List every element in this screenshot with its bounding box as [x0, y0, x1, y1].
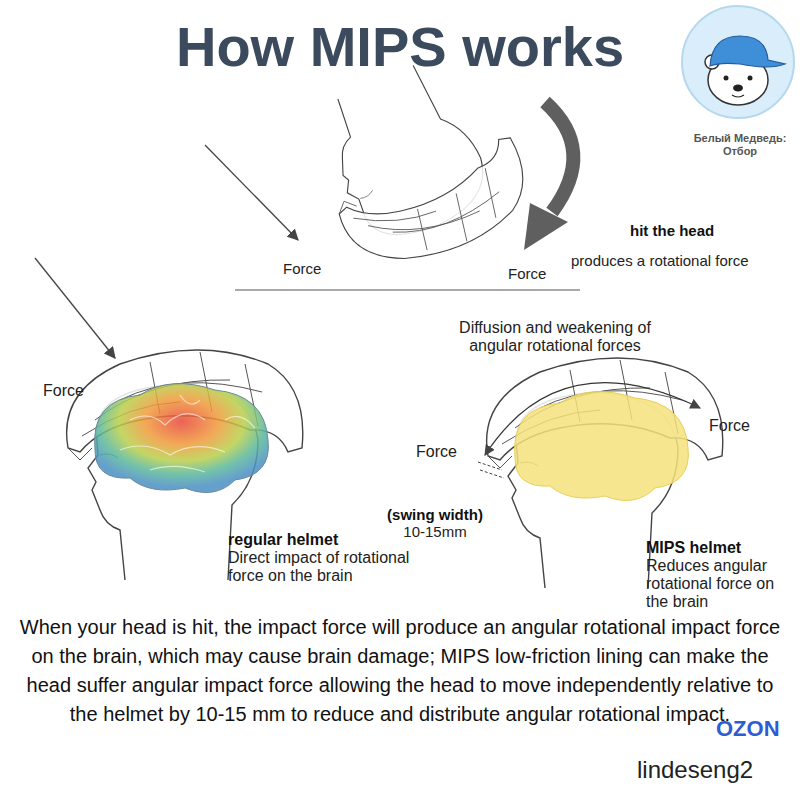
bear-eye — [748, 76, 753, 81]
bear-nose — [733, 85, 743, 92]
bear-mouth — [732, 95, 744, 97]
force-label: Force — [283, 260, 321, 277]
mips-layer — [515, 392, 689, 501]
caption: When your head is hit, the impact force … — [10, 613, 790, 729]
rotation-arrow-head — [524, 203, 568, 250]
figure-heading: regular helmet — [228, 531, 338, 549]
title: How MIPS works — [0, 14, 800, 79]
brain-heatmap — [95, 384, 269, 493]
figure-heading: MIPS helmet — [646, 539, 741, 557]
watermark: lindeseng2 — [637, 756, 753, 784]
force-label: Force — [416, 443, 457, 461]
force-label: Force — [43, 382, 84, 400]
watermark: OZON — [716, 716, 780, 741]
brain-folds — [120, 395, 255, 472]
force-arrow — [205, 145, 298, 240]
ground-line — [235, 289, 580, 290]
logo-badge — [682, 6, 794, 118]
effect-note: Diffusion and weakening of angular rotat… — [440, 319, 670, 355]
force-label: Force — [508, 265, 546, 282]
dimension-label: (swing width) — [375, 506, 495, 523]
swing-marks — [478, 462, 504, 478]
bear-cap — [710, 36, 785, 67]
step-heading: hit the head — [630, 222, 714, 239]
figure-note: Reduces angular rotational force on the … — [646, 557, 796, 611]
logo-text: Белый Медведь: Отбор — [690, 132, 790, 158]
force-arrow — [35, 258, 115, 358]
swing-arrow — [485, 383, 700, 455]
figure-note: Direct impact of rotational force on the… — [228, 549, 443, 585]
rotation-arrow — [545, 102, 573, 212]
step-note: produces a rotational force — [571, 252, 749, 269]
bear-eye — [724, 76, 729, 81]
dimension-value: 10-15mm — [375, 523, 495, 540]
force-label: Force — [709, 417, 750, 435]
